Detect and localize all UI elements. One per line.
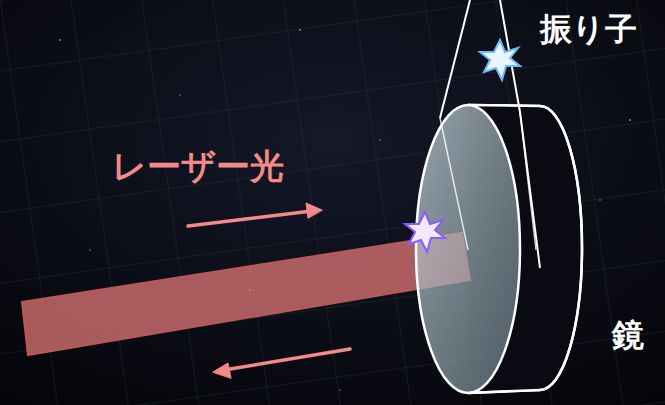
vibration-spark [480, 40, 520, 80]
beam-label: レーザー光 [112, 148, 284, 185]
mirror-label: 鏡 [612, 318, 644, 353]
direction-arrow [188, 203, 350, 378]
reflection-spark [405, 212, 445, 252]
pendulum-label: 振り子 [540, 12, 637, 47]
stars [59, 29, 631, 391]
pendulum-wire [440, 112, 536, 250]
laser-beam [22, 233, 470, 355]
